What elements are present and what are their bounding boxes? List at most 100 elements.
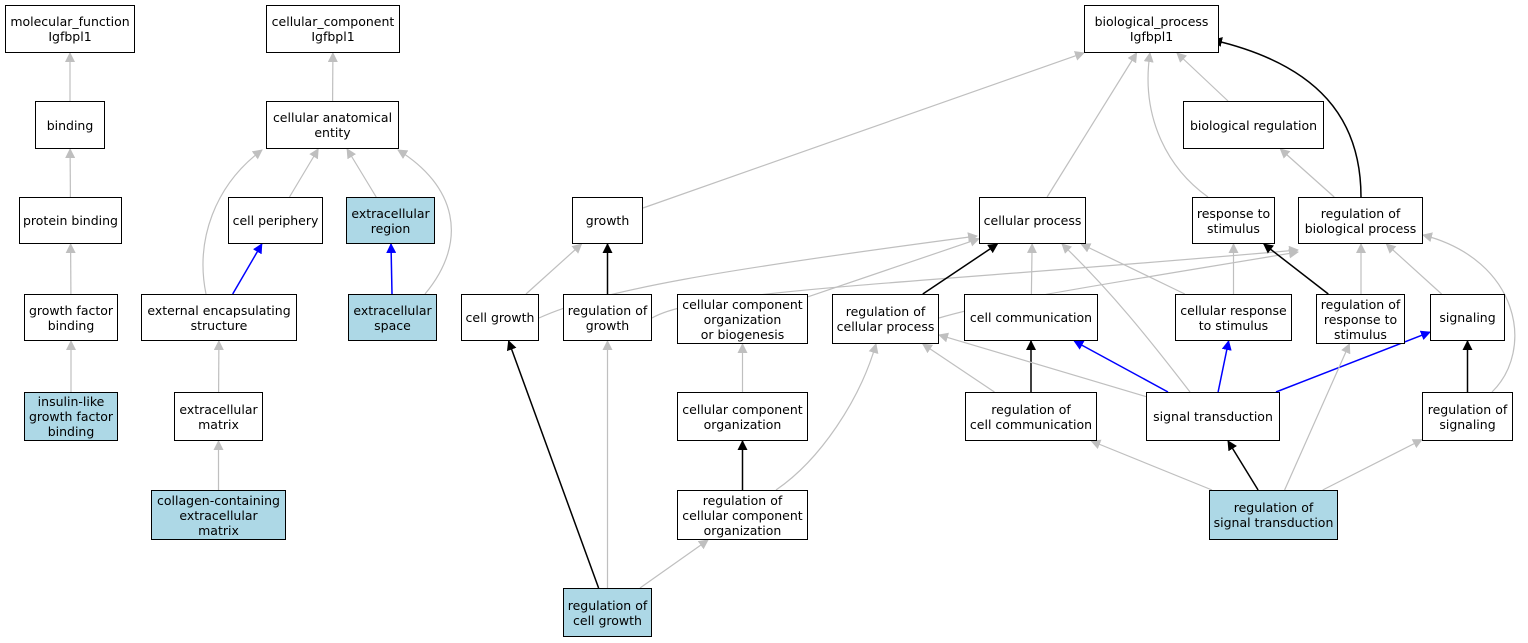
go-term-node-resp[interactable]: response to stimulus <box>1192 197 1275 244</box>
edge-is-a-ccob-to-cellproc <box>807 236 980 298</box>
go-term-label: cellular anatomical entity <box>272 110 393 140</box>
go-term-node-cellper[interactable]: cell periphery <box>228 197 323 244</box>
go-term-node-gfbind[interactable]: growth factor binding <box>24 294 118 341</box>
go-term-node-exspace[interactable]: extracellular space <box>348 294 437 341</box>
go-term-label: external encapsulating structure <box>147 302 291 333</box>
go-term-label: cell communication <box>969 310 1093 325</box>
go-term-label: regulation of growth <box>567 302 648 333</box>
go-term-node-mf[interactable]: molecular_function Igfbpl1 <box>5 5 135 53</box>
go-term-label: response to stimulus <box>1196 205 1271 236</box>
go-term-node-cellcomm[interactable]: cell communication <box>964 294 1098 341</box>
go-term-node-bioreg[interactable]: biological regulation <box>1183 101 1324 149</box>
edge-is-a-cellresp-to-cellproc <box>1080 243 1186 295</box>
go-term-node-iligf[interactable]: insulin-like growth factor binding <box>24 392 118 441</box>
edge-regulates-regst-to-sigtrans <box>1227 440 1259 491</box>
go-term-node-exencap[interactable]: external encapsulating structure <box>141 294 297 341</box>
go-term-label: extracellular space <box>353 302 432 333</box>
go-term-node-binding[interactable]: binding <box>35 101 105 149</box>
go-term-label: regulation of cell communication <box>969 401 1093 432</box>
go-term-node-regccorg[interactable]: regulation of cellular component organiz… <box>677 490 808 540</box>
go-term-label: regulation of biological process <box>1304 205 1417 236</box>
edge-is-a-resp-to-bp <box>1143 52 1209 198</box>
edge-is-a-regst-to-regresp <box>1284 343 1351 491</box>
go-term-node-cellproc[interactable]: cellular process <box>979 197 1086 244</box>
go-term-node-exreg[interactable]: extracellular region <box>346 197 435 244</box>
go-term-label: insulin-like growth factor binding <box>28 394 114 439</box>
edge-is-a-exencap-to-cae <box>202 149 263 295</box>
go-term-node-sigtrans[interactable]: signal transduction <box>1146 392 1280 441</box>
edge-part-of-exspace-to-exreg <box>386 243 397 295</box>
go-term-node-exmatrix[interactable]: extracellular matrix <box>174 392 263 441</box>
go-term-node-regbio[interactable]: regulation of biological process <box>1298 197 1423 244</box>
go-term-label: regulation of cellular process <box>836 304 935 334</box>
go-term-node-regcg[interactable]: regulation of cell growth <box>563 588 652 637</box>
go-term-label: cellular component organization or bioge… <box>682 296 803 342</box>
go-term-label: regulation of cell growth <box>567 597 648 628</box>
go-term-label: biological_process Igfbpl1 <box>1094 14 1209 44</box>
edge-is-a-cellgrowth-to-growth <box>525 243 583 295</box>
go-term-node-signaling[interactable]: signaling <box>1430 294 1505 341</box>
go-term-label: molecular_function Igfbpl1 <box>10 14 130 44</box>
go-term-label: cellular process <box>983 213 1082 228</box>
go-term-label: regulation of signaling <box>1427 401 1508 432</box>
go-term-node-reggrowth[interactable]: regulation of growth <box>563 294 652 341</box>
go-term-node-regst[interactable]: regulation of signal transduction <box>1209 490 1338 540</box>
edge-is-a-sigtrans-to-regcp <box>938 332 1147 398</box>
go-term-label: signaling <box>1439 310 1496 325</box>
go-term-label: growth <box>585 213 630 228</box>
go-term-label: biological regulation <box>1189 117 1318 133</box>
go-term-label: protein binding <box>22 213 118 228</box>
go-term-node-cco[interactable]: cellular component organization <box>677 392 808 441</box>
edge-regulates-regcp-to-cellproc <box>922 243 999 295</box>
edge-part-of-sigtrans-to-cellcomm <box>1073 340 1169 393</box>
go-term-node-collagen[interactable]: collagen-containing extracellular matrix <box>151 490 286 540</box>
edge-is-a-regst-to-regsig <box>1322 439 1423 491</box>
edge-is-a-cellproc-to-bp <box>1046 52 1138 198</box>
edge-is-a-cellper-to-cae <box>288 148 319 198</box>
edge-is-a-regcg-to-regccorg <box>639 539 709 589</box>
go-term-node-cellresp[interactable]: cellular response to stimulus <box>1175 294 1292 341</box>
edge-regulates-regresp-to-resp <box>1263 243 1329 295</box>
go-term-label: extracellular region <box>351 205 430 236</box>
go-term-node-regresp[interactable]: regulation of response to stimulus <box>1316 294 1405 344</box>
edge-part-of-exencap-to-cellper <box>232 243 263 295</box>
edge-regulates-regbio-to-bp <box>1212 37 1362 198</box>
go-term-node-bp[interactable]: biological_process Igfbpl1 <box>1084 5 1219 53</box>
go-term-label: signal transduction <box>1153 409 1273 424</box>
go-term-label: growth factor binding <box>28 302 114 333</box>
go-term-label: regulation of response to stimulus <box>1320 296 1401 342</box>
go-term-node-cc[interactable]: cellular_component Igfbpl1 <box>266 5 400 53</box>
go-term-label: cellular response to stimulus <box>1180 302 1287 333</box>
go-term-node-regsig[interactable]: regulation of signaling <box>1422 392 1513 441</box>
go-term-label: collagen-containing extracellular matrix <box>157 492 280 538</box>
edge-regulates-regcg-to-cellgrowth <box>506 340 600 589</box>
go-term-label: cellular component organization <box>682 401 803 432</box>
edge-is-a-sigtrans-to-cellproc <box>1061 243 1191 393</box>
go-term-node-cae[interactable]: cellular anatomical entity <box>266 101 399 149</box>
edge-is-a-regbio-to-bioreg <box>1279 148 1335 198</box>
edge-part-of-sigtrans-to-cellresp <box>1217 340 1232 393</box>
edge-is-a-regcc-to-regcp <box>921 343 995 393</box>
go-term-node-protbind[interactable]: protein binding <box>19 197 122 244</box>
go-term-node-regcp[interactable]: regulation of cellular process <box>832 294 939 344</box>
go-term-label: cellular_component Igfbpl1 <box>271 14 395 44</box>
go-term-label: binding <box>46 117 94 133</box>
go-term-label: cell periphery <box>232 213 319 228</box>
go-term-label: regulation of signal transduction <box>1213 500 1334 530</box>
go-term-node-regcc[interactable]: regulation of cell communication <box>965 392 1097 441</box>
go-term-label: cell growth <box>465 310 535 325</box>
edge-is-a-regsig-to-regbio <box>1422 232 1516 393</box>
go-term-label: regulation of cellular component organiz… <box>682 492 803 538</box>
go-term-label: extracellular matrix <box>179 401 258 432</box>
go-term-node-ccob[interactable]: cellular component organization or bioge… <box>677 294 808 344</box>
edge-is-a-regccorg-to-regcp <box>775 343 879 491</box>
edge-is-a-bioreg-to-bp <box>1176 52 1229 102</box>
go-term-node-cellgrowth[interactable]: cell growth <box>461 294 539 341</box>
edge-is-a-signaling-to-regbio <box>1385 243 1443 295</box>
go-term-node-growth[interactable]: growth <box>572 197 643 244</box>
edge-is-a-cellcomm-to-cellproc <box>1026 243 1037 295</box>
edge-is-a-exspace-to-cae <box>397 149 452 295</box>
edge-is-a-regst-to-regcc <box>1090 439 1213 491</box>
edge-is-a-growth-to-bp <box>642 51 1085 209</box>
